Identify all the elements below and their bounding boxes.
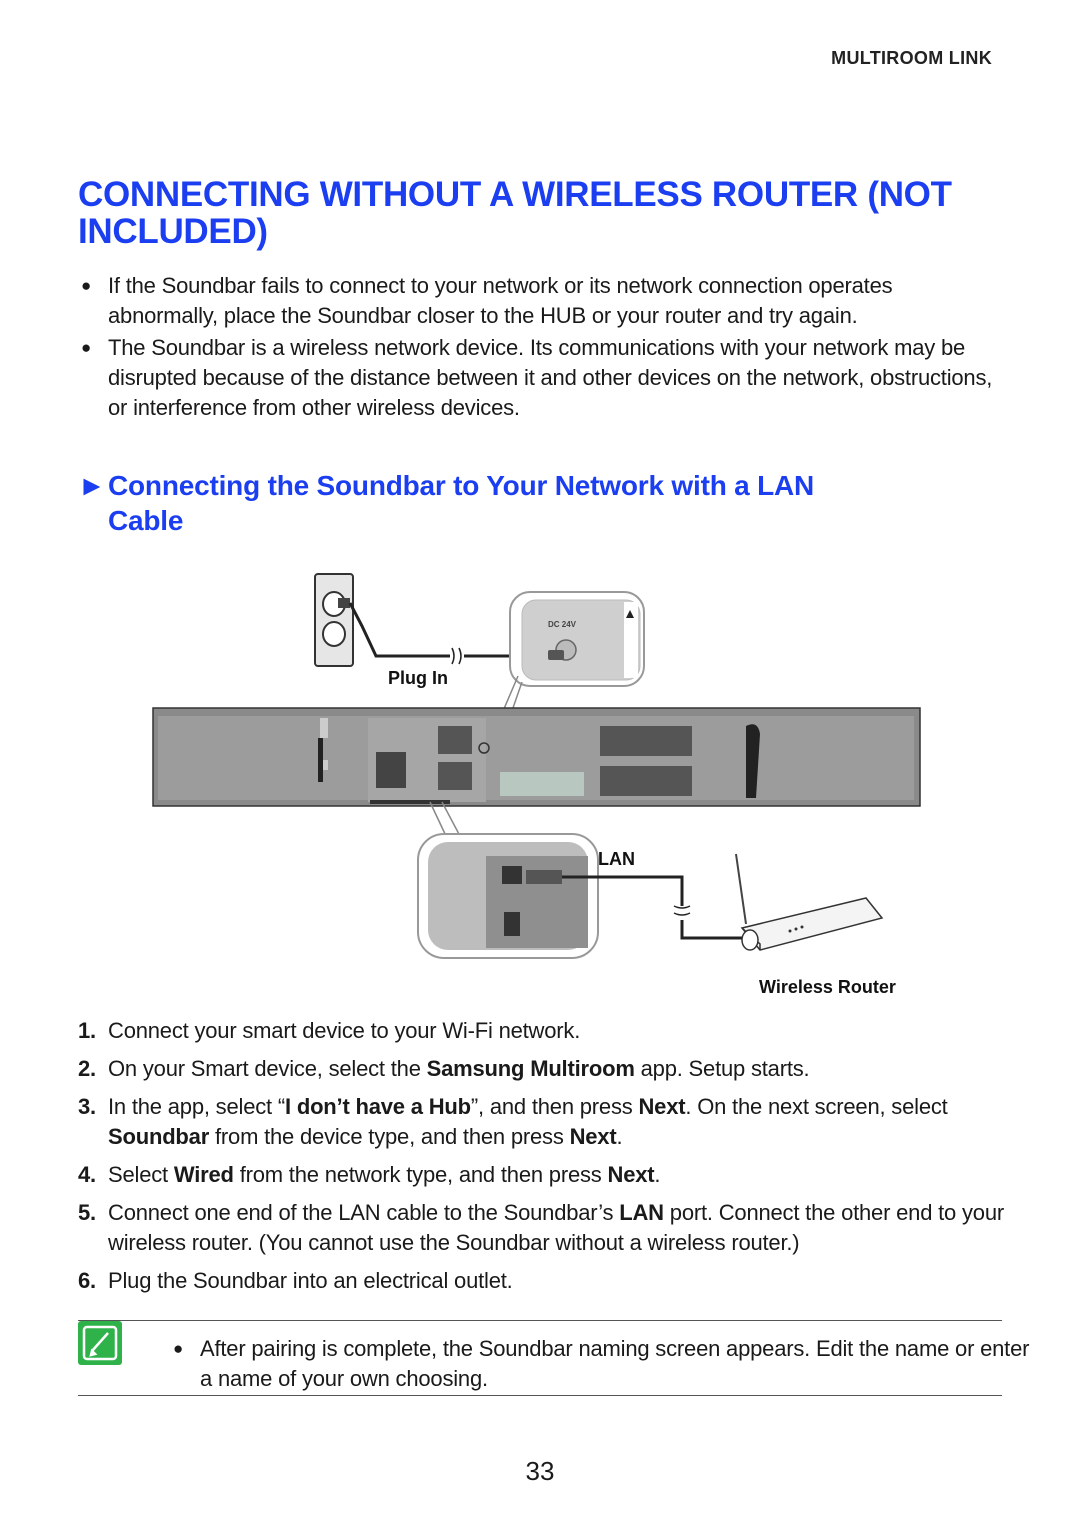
setup-steps: 1. Connect your smart device to your Wi-F… [78, 1016, 1018, 1304]
step-number: 5. [78, 1200, 96, 1225]
step-number: 2. [78, 1056, 96, 1081]
step-number: 6. [78, 1268, 96, 1293]
subsection-title: ►Connecting the Soundbar to Your Network… [78, 468, 978, 538]
bullet-text: The Soundbar is a wireless network devic… [108, 335, 993, 420]
connection-diagram: DC 24V [150, 566, 930, 1006]
step-item: 2. On your Smart device, select the Samsu… [78, 1054, 1018, 1084]
step-emphasis: Next [569, 1124, 617, 1149]
step-text: from the device type, and then press [209, 1124, 570, 1149]
step-text: . On the next screen, select [685, 1094, 948, 1119]
plug-in-label: Plug In [388, 668, 448, 688]
bullet-dot-icon: ● [173, 1339, 184, 1358]
section-header: MULTIROOM LINK [831, 48, 992, 68]
step-emphasis: Wired [173, 1162, 234, 1187]
lan-cable [562, 875, 748, 940]
subsection-title-line2: Cable [108, 505, 184, 536]
step-item: 1. Connect your smart device to your Wi-F… [78, 1016, 1018, 1046]
step-text: port. Connect the other end to your wire… [108, 1200, 1005, 1255]
step-text: Connect your smart device to your Wi-Fi … [108, 1018, 581, 1043]
dc-label: DC 24V [548, 620, 577, 629]
bullet-item: ● If the Soundbar fails to connect to you… [78, 271, 1008, 331]
step-item: 6. Plug the Soundbar into an electrical o… [78, 1266, 1018, 1296]
step-number: 1. [78, 1018, 96, 1043]
note-pencil-icon [78, 1321, 122, 1365]
page-number: 33 [525, 1456, 555, 1486]
bullet-text: If the Soundbar fails to connect to your… [108, 273, 893, 328]
arrow-icon: ► [78, 470, 106, 501]
step-item: 4. Select Wired from the network type, an… [78, 1160, 1018, 1190]
step-text: app. Setup starts. [634, 1056, 810, 1081]
wireless-router-label: Wireless Router [759, 977, 896, 997]
diagram-illustration: DC 24V [152, 573, 921, 959]
step-text: Connect one end of the LAN cable to the … [108, 1200, 620, 1225]
subsection-title-line1: Connecting the Soundbar to Your Network … [108, 470, 815, 501]
step-number: 4. [78, 1162, 96, 1187]
note-item: ● After pairing is complete, the Soundbar… [170, 1334, 1030, 1394]
wireless-router-icon [735, 853, 884, 951]
step-text: Plug the Soundbar into an electrical out… [108, 1268, 513, 1293]
step-emphasis: Soundbar [108, 1124, 210, 1149]
page-title: CONNECTING WITHOUT A WIRELESS ROUTER (NO… [78, 175, 952, 251]
step-item: 3. In the app, select “I don’t have a Hub… [78, 1092, 1018, 1152]
bullet-dot-icon: ● [81, 276, 92, 295]
step-text: On your Smart device, select the [108, 1056, 427, 1081]
lan-label: LAN [598, 849, 635, 869]
dc-port-zoom: DC 24V [509, 591, 645, 687]
step-item: 5. Connect one end of the LAN cable to th… [78, 1198, 1018, 1258]
step-emphasis: Next [638, 1094, 686, 1119]
notes-list: ● If the Soundbar fails to connect to you… [78, 271, 1008, 425]
note-box: ● After pairing is complete, the Soundbar… [78, 1320, 1029, 1396]
step-text: from the network type, and then press [233, 1162, 608, 1187]
bullet-dot-icon: ● [81, 338, 92, 357]
step-text: . [654, 1162, 661, 1187]
wall-outlet [314, 573, 354, 667]
soundbar-rear-panel [152, 707, 921, 807]
step-text: . [616, 1124, 623, 1149]
step-emphasis: I don’t have a Hub [285, 1094, 471, 1119]
bullet-item: ● The Soundbar is a wireless network devi… [78, 333, 1008, 423]
step-text: Select [108, 1162, 174, 1187]
step-text: ”, and then press [470, 1094, 639, 1119]
step-emphasis: Next [607, 1162, 655, 1187]
note-text: After pairing is complete, the Soundbar … [200, 1336, 1030, 1391]
step-emphasis: Samsung Multiroom [426, 1056, 635, 1081]
lan-port-zoom [417, 833, 599, 959]
step-text: In the app, select “ [108, 1094, 285, 1119]
step-emphasis: LAN [619, 1200, 664, 1225]
step-number: 3. [78, 1094, 96, 1119]
